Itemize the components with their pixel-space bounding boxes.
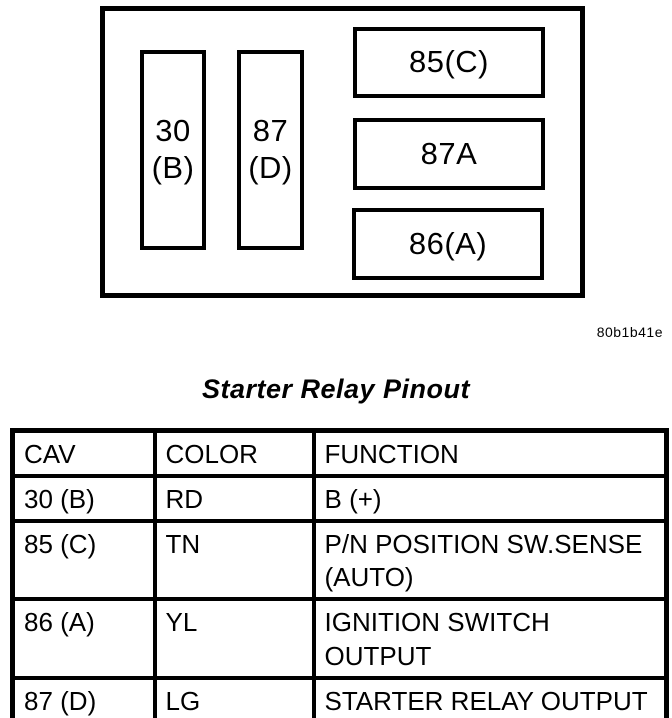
pinout-table: CAV COLOR FUNCTION 30 (B) RD B (+) 85 (C… bbox=[10, 428, 669, 718]
function-cell: STARTER RELAY OUTPUT bbox=[311, 675, 669, 718]
color-cell: TN bbox=[152, 518, 316, 602]
pin-label-87a: 87A bbox=[420, 135, 478, 171]
figure-code: 80b1b41e bbox=[596, 324, 663, 340]
function-cell: P/N POSITION SW.SENSE (AUTO) bbox=[311, 518, 669, 602]
pin-terminal-87a: 87A bbox=[353, 118, 545, 190]
pin-label-85-c: 85(C) bbox=[408, 44, 489, 80]
figure-title: Starter Relay Pinout bbox=[201, 374, 471, 404]
pin-label-87-d: 87 (D) bbox=[248, 113, 293, 185]
cav-cell: 30 (B) bbox=[10, 473, 157, 523]
cav-cell: 85 (C) bbox=[10, 518, 157, 602]
pin-terminal-30-b: 30 (B) bbox=[140, 50, 206, 250]
column-header-color: COLOR bbox=[152, 428, 316, 478]
color-cell: RD bbox=[152, 473, 316, 523]
table-header-row: CAV COLOR FUNCTION bbox=[10, 428, 669, 478]
pin-label-86-a: 86(A) bbox=[408, 225, 488, 261]
color-cell: YL bbox=[152, 597, 316, 680]
column-header-cav: CAV bbox=[10, 428, 157, 478]
pin-terminal-86-a: 86(A) bbox=[352, 208, 544, 280]
pin-label-30-b: 30 (B) bbox=[151, 113, 195, 185]
cav-cell: 86 (A) bbox=[10, 597, 157, 680]
table-row: 85 (C) TN P/N POSITION SW.SENSE (AUTO) bbox=[10, 518, 669, 602]
pin-terminal-85-c: 85(C) bbox=[353, 27, 545, 98]
cav-cell: 87 (D) bbox=[10, 675, 157, 718]
color-cell: LG bbox=[152, 675, 316, 718]
table-row: 86 (A) YL IGNITION SWITCH OUTPUT bbox=[10, 597, 669, 680]
relay-connector-outline: 30 (B) 87 (D) 85(C) 87A 86(A) bbox=[100, 6, 585, 298]
column-header-function: FUNCTION bbox=[311, 428, 669, 478]
pin-terminal-87-d: 87 (D) bbox=[237, 50, 304, 250]
table-row: 30 (B) RD B (+) bbox=[10, 473, 669, 523]
function-cell: IGNITION SWITCH OUTPUT bbox=[311, 597, 669, 680]
function-cell: B (+) bbox=[311, 473, 669, 523]
table-row: 87 (D) LG STARTER RELAY OUTPUT bbox=[10, 675, 669, 718]
